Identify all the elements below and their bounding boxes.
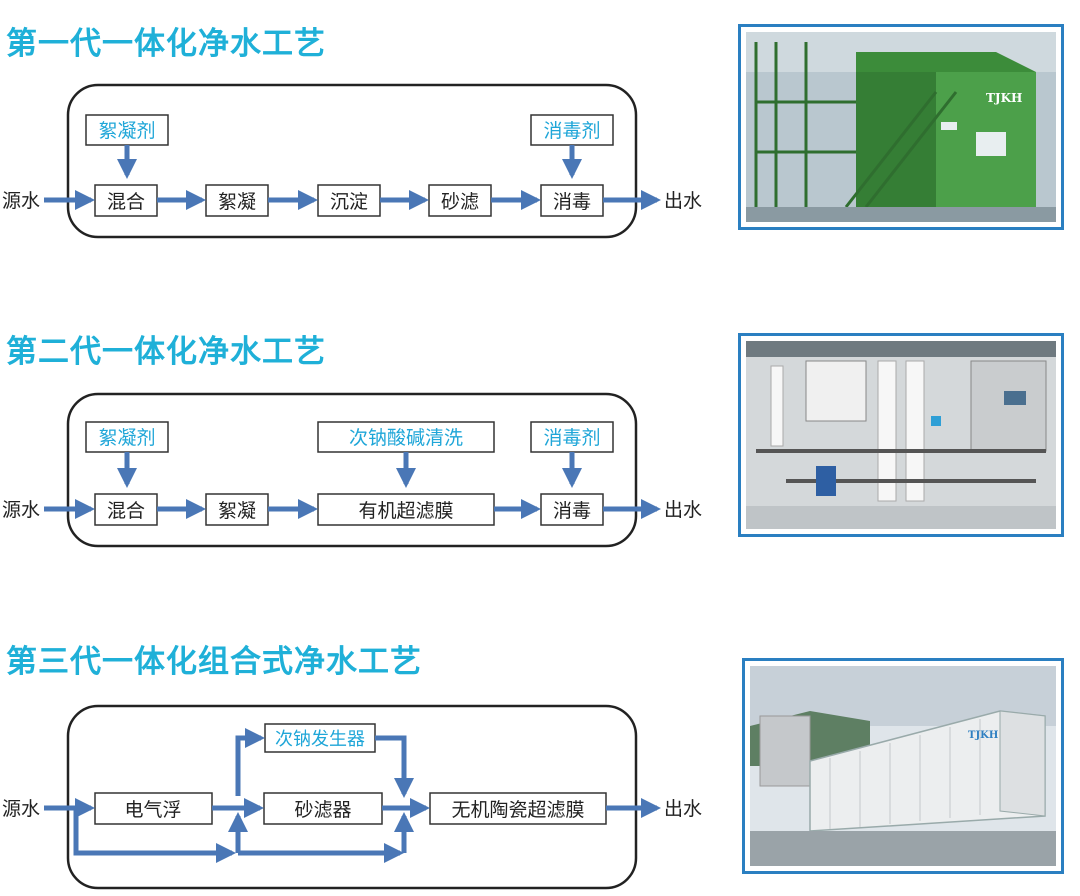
step-label: 有机超滤膜 (358, 500, 453, 522)
step-label: 消毒 (553, 191, 591, 213)
dosing-label: 消毒剂 (543, 427, 600, 449)
step-label: 无机陶瓷超滤膜 (451, 799, 584, 821)
dosing-label: 次钠发生器 (275, 729, 365, 750)
section-2-diagram: 絮凝剂 次钠酸碱清洗 消毒剂 源水 出水 混合 絮凝 有机超滤膜 消毒 (2, 392, 702, 548)
section-1-title: 第一代一体化净水工艺 (6, 26, 326, 62)
input-label: 源水 (2, 499, 40, 521)
dosing-arrows (117, 452, 582, 488)
section-1-diagram: 絮凝剂 消毒剂 源水 出水 混合 絮凝 沉淀 砂滤 消毒 (2, 83, 702, 239)
process-frame (66, 704, 638, 890)
step-label: 絮凝 (218, 191, 256, 213)
input-label: 源水 (2, 190, 40, 212)
output-label: 出水 (664, 499, 702, 521)
step-label: 絮凝 (218, 500, 256, 522)
brand-logo: TJKH (986, 91, 1022, 105)
output-label: 出水 (664, 798, 702, 820)
step-box (317, 184, 381, 217)
dosing-box (317, 421, 495, 453)
photo-ultrafiltration-skid (746, 341, 1056, 529)
plant-photo-1: TJKH (738, 24, 1064, 230)
brand-logo: TJKH (968, 730, 998, 741)
section-2-title: 第二代一体化净水工艺 (6, 334, 326, 370)
step-box (540, 493, 604, 526)
process-frame (66, 83, 638, 239)
dosing-box (264, 723, 376, 753)
step-label: 电气浮 (124, 799, 181, 821)
step-label: 沉淀 (330, 191, 368, 213)
photo-container-unit: TJKH (750, 666, 1056, 866)
flow-arrows (44, 728, 661, 863)
step-box (205, 493, 269, 526)
step-label: 砂滤 (441, 191, 479, 213)
output-label: 出水 (664, 190, 702, 212)
plant-photo-2 (738, 333, 1064, 537)
dosing-label: 消毒剂 (543, 120, 600, 142)
dosing-box (85, 421, 169, 453)
dosing-box (530, 421, 614, 453)
step-label: 砂滤器 (294, 799, 351, 821)
process-frame (66, 392, 638, 548)
step-box (540, 184, 604, 217)
step-box (428, 184, 492, 217)
plant-photo-3: TJKH (742, 658, 1064, 874)
step-label: 消毒 (553, 500, 591, 522)
step-box (263, 792, 383, 825)
step-box (94, 184, 158, 217)
dosing-label: 次钠酸碱清洗 (349, 427, 463, 449)
section-3-title: 第三代一体化组合式净水工艺 (6, 644, 422, 680)
step-box (429, 792, 607, 825)
step-label: 混合 (107, 500, 145, 522)
input-label: 源水 (2, 798, 40, 820)
dosing-label: 絮凝剂 (98, 427, 155, 449)
step-box (317, 493, 495, 526)
dosing-label: 絮凝剂 (98, 120, 155, 142)
photo-green-plant: TJKH (746, 32, 1056, 222)
step-label: 混合 (107, 191, 145, 213)
section-3-diagram: 次钠发生器 源水 出水 电气浮 砂滤器 无机陶瓷超滤膜 (2, 704, 702, 890)
